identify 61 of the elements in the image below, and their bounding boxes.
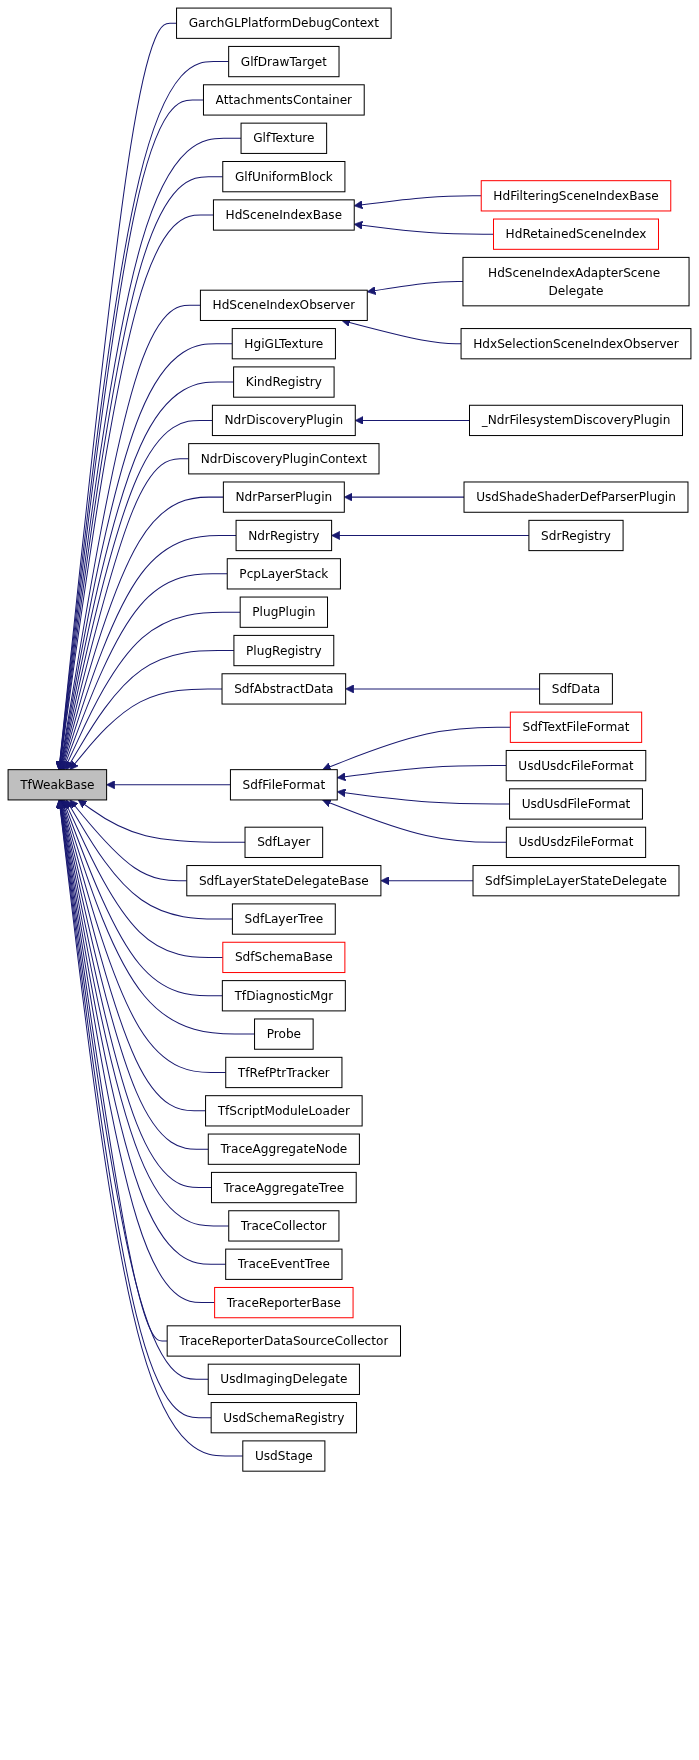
node-box: TfScriptModuleLoader	[205, 1095, 363, 1127]
node-box: HdFilteringSceneIndexBase	[480, 180, 672, 212]
node-box: PlugPlugin	[239, 596, 328, 628]
node-box: HdSceneIndexBase	[212, 199, 355, 231]
node-box: NdrDiscoveryPluginContext	[188, 443, 380, 475]
node-box: UsdShadeShaderDefParserPlugin	[463, 481, 689, 513]
node-box: UsdStage	[242, 1440, 326, 1472]
node-box: HdSceneIndexAdapterScene Delegate	[462, 256, 690, 307]
node-box: PlugRegistry	[233, 634, 335, 667]
arrow	[55, 137, 242, 771]
node-box: TraceReporterDataSourceCollector	[166, 1325, 401, 1357]
node-box: SdfData	[539, 673, 613, 705]
node-box: HdRetainedSceneIndex	[493, 218, 659, 250]
node-box: SdfLayerStateDelegateBase	[186, 865, 382, 897]
node-box: SdfSchemaBase	[222, 941, 346, 974]
node-box: _NdrFilesystemDiscoveryPlugin	[469, 404, 683, 437]
node-box: SdrRegistry	[528, 519, 624, 552]
node-box: UsdUsdFileFormat	[509, 788, 643, 820]
node-box: TfDiagnosticMgr	[221, 980, 346, 1012]
node-box: KindRegistry	[233, 366, 335, 398]
node-box: HgiGLTexture	[231, 328, 336, 360]
node-box: UsdUsdzFileFormat	[505, 826, 647, 858]
node-box: NdrParserPlugin	[222, 481, 345, 513]
node-box: SdfFileFormat	[229, 769, 338, 801]
node-box: UsdSchemaRegistry	[210, 1402, 358, 1434]
arrow	[61, 573, 228, 771]
node-box: GlfUniformBlock	[222, 161, 346, 193]
node-box: HdxSelectionSceneIndexObserver	[460, 328, 692, 360]
node-box: UsdUsdcFileFormat	[505, 749, 647, 782]
node-box: TfWeakBase	[7, 769, 108, 801]
node-box: SdfAbstractData	[221, 673, 347, 705]
node-box: PcpLayerStack	[226, 558, 341, 590]
arrow	[65, 799, 233, 920]
node-box: TraceEventTree	[225, 1248, 343, 1280]
arrow	[60, 534, 237, 771]
node-box: SdfLayerTree	[231, 903, 336, 935]
arrow	[106, 780, 231, 790]
arrow	[55, 799, 244, 1457]
node-box: SdfTextFileFormat	[509, 711, 643, 743]
node-box: NdrDiscoveryPlugin	[211, 404, 356, 437]
arrow	[63, 611, 241, 771]
arrow	[69, 688, 223, 771]
node-box: GarchGLPlatformDebugContext	[176, 7, 392, 39]
node-box: GlfDrawTarget	[228, 45, 340, 78]
node-box: TraceCollector	[228, 1210, 340, 1242]
node-box: NdrRegistry	[235, 519, 333, 552]
arrow	[322, 798, 507, 843]
node-box: Probe	[254, 1018, 314, 1050]
arrow	[322, 726, 511, 771]
node-box: AttachmentsContainer	[202, 84, 365, 116]
node-box: SdfSimpleLayerStateDelegate	[472, 865, 680, 897]
node-box: GlfTexture	[240, 122, 328, 154]
node-box: UsdImagingDelegate	[207, 1363, 360, 1395]
arrow	[380, 876, 474, 886]
node-box: TraceAggregateTree	[210, 1171, 357, 1204]
node-box: TfRefPtrTracker	[225, 1056, 343, 1089]
node-box: TraceAggregateNode	[207, 1133, 360, 1165]
node-box: SdfLayer	[244, 826, 324, 858]
node-box: TraceReporterBase	[214, 1286, 354, 1319]
node-box: HdSceneIndexObserver	[199, 289, 368, 321]
arrow	[77, 799, 246, 843]
